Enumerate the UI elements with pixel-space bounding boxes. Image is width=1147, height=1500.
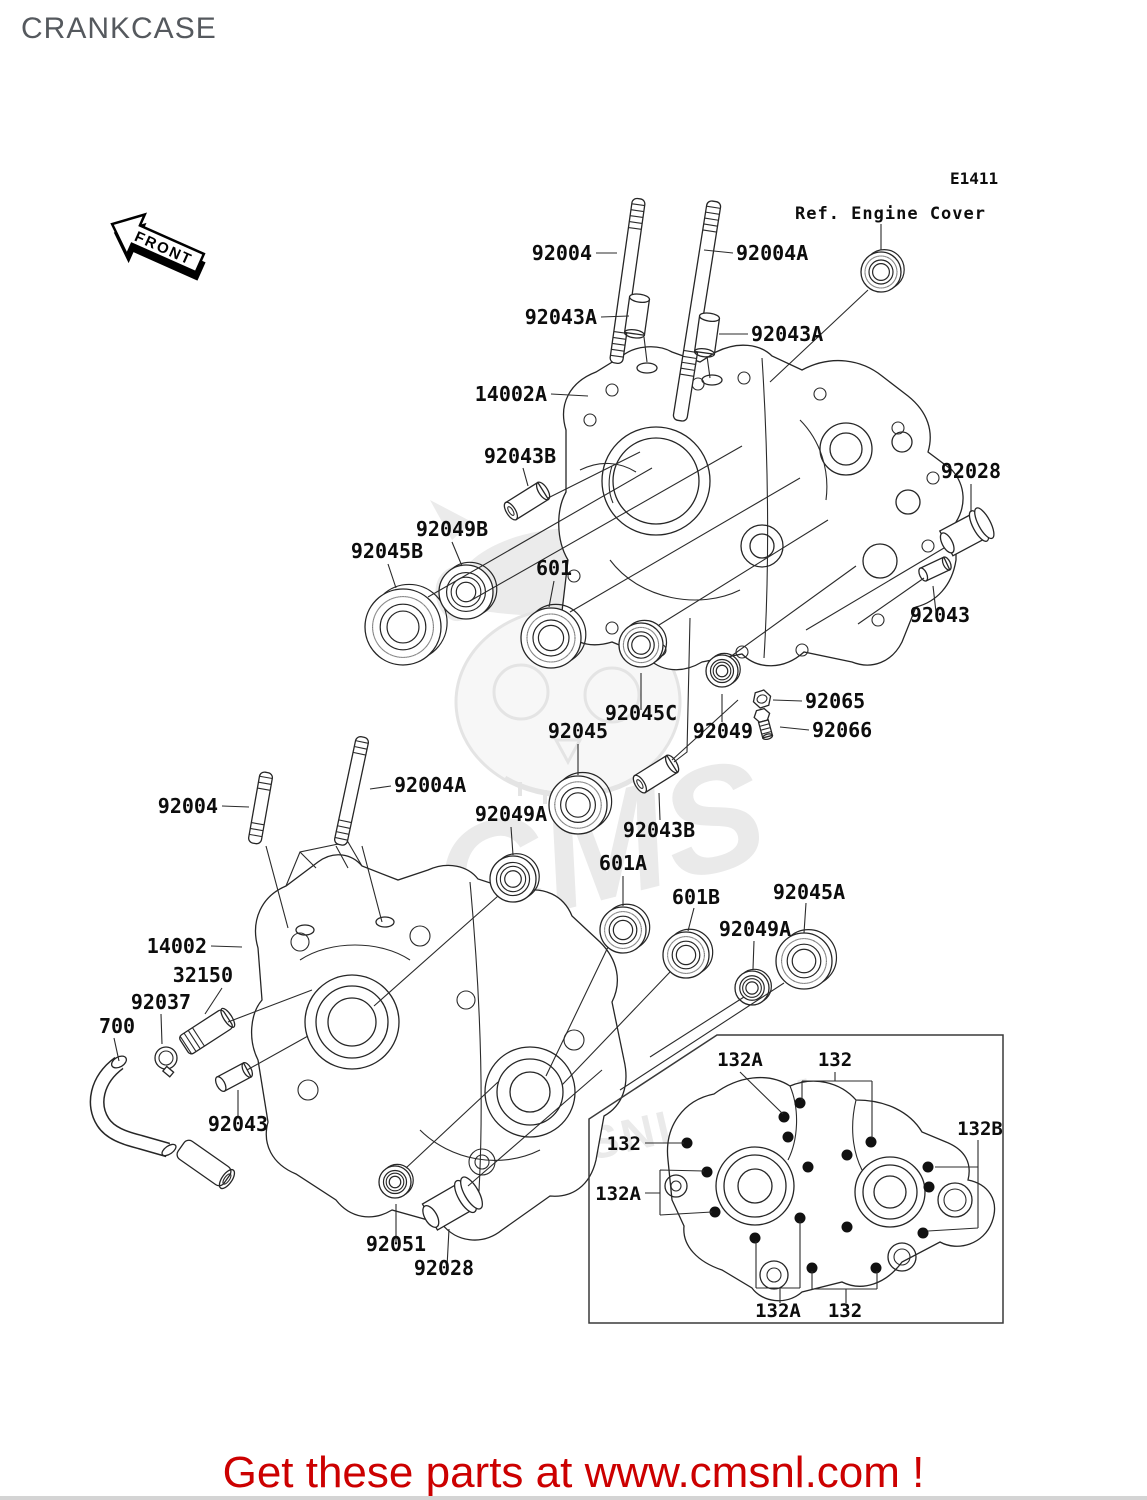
front-direction-arrow: FRONT <box>110 212 206 281</box>
nut-92065 <box>752 689 772 709</box>
stud-92004-mid <box>247 771 274 845</box>
inset-label-132A-bottom: 132A <box>755 1300 801 1322</box>
part-label-92051: 92051 <box>366 1232 426 1256</box>
part-label-92028-lower: 92028 <box>414 1256 474 1280</box>
dowel-92043A-right <box>693 312 721 358</box>
part-label-92043-right: 92043 <box>910 603 970 627</box>
part-label-92037: 92037 <box>131 990 191 1014</box>
inset-label-132B: 132B <box>957 1118 1003 1140</box>
part-label-92045B: 92045B <box>351 539 423 563</box>
bearing-92045B <box>365 584 447 665</box>
dowel-92043A-left <box>623 293 651 339</box>
part-label-92043A-left: 92043A <box>525 305 597 329</box>
inset-detail-box <box>588 1034 1004 1324</box>
part-label-601B: 601B <box>672 885 720 909</box>
inset-label-132-top: 132 <box>818 1049 852 1071</box>
hose-pipe-700 <box>176 1139 236 1190</box>
inset-label-132A-top: 132A <box>717 1049 763 1071</box>
bolt-92066 <box>753 707 774 741</box>
part-label-32150: 32150 <box>173 963 233 987</box>
stud-92004-top <box>609 197 646 365</box>
part-label-14002: 14002 <box>147 934 207 958</box>
shaft-32150 <box>179 1007 236 1055</box>
hose-700 <box>89 1055 177 1158</box>
part-label-601: 601 <box>536 556 572 580</box>
part-label-601A: 601A <box>599 851 647 875</box>
page-title: CRANKCASE <box>21 12 217 45</box>
ref-engine-cover-note: Ref. Engine Cover <box>795 204 986 224</box>
part-label-92004-top: 92004 <box>532 241 592 265</box>
footer-promo-text: Get these parts at www.cmsnl.com ! <box>222 1448 925 1497</box>
inset-label-132A-left: 132A <box>595 1183 641 1205</box>
crankcase-lower-half <box>250 841 627 1241</box>
part-label-92045A: 92045A <box>773 880 845 904</box>
seal-92049 <box>706 653 740 687</box>
leader-lines <box>113 224 972 1268</box>
stud-92004A-mid <box>333 736 370 846</box>
dowel-92043B-upper <box>503 481 551 521</box>
part-label-92043A-right: 92043A <box>751 322 823 346</box>
part-label-92049A-lower: 92049A <box>719 917 791 941</box>
part-label-92004-mid: 92004 <box>158 794 218 818</box>
crankcase-upper-assembly <box>558 344 964 671</box>
part-label-92049B: 92049B <box>416 517 488 541</box>
part-label-92045C: 92045C <box>605 701 677 725</box>
part-label-92004A-mid: 92004A <box>394 773 466 797</box>
part-label-14002A: 14002A <box>475 382 547 406</box>
diagram-code: E1411 <box>950 169 998 188</box>
bottom-edge-strip <box>0 1496 1147 1500</box>
dowel-92043-lower <box>214 1061 254 1093</box>
inset-label-132-left: 132 <box>607 1133 641 1155</box>
clamp-92037 <box>154 1046 178 1078</box>
stud-92004A-top <box>672 200 722 422</box>
dowel-92043B-lower <box>632 754 680 794</box>
part-label-92043-lower: 92043 <box>208 1112 268 1136</box>
inset-bolt-dots <box>681 1097 935 1274</box>
part-label-92065: 92065 <box>805 689 865 713</box>
bushing-92028-lower <box>421 1176 484 1231</box>
part-label-92066: 92066 <box>812 718 872 742</box>
dowel-92043-right <box>918 556 952 582</box>
part-label-92049: 92049 <box>693 719 753 743</box>
bearing-engine-cover <box>861 250 904 292</box>
inset-label-132-bottom: 132 <box>828 1300 862 1322</box>
part-labels: E1411 Ref. Engine Cover 92004 92004A 920… <box>99 169 1003 1322</box>
part-label-92028-right: 92028 <box>941 459 1001 483</box>
part-label-92043B-upper: 92043B <box>484 444 556 468</box>
bushing-92028-right <box>938 507 995 557</box>
part-label-92004A-top: 92004A <box>736 241 808 265</box>
part-label-92043B-lower: 92043B <box>623 818 695 842</box>
part-label-92049A-upper: 92049A <box>475 802 547 826</box>
part-label-700: 700 <box>99 1014 135 1038</box>
bearing-601B <box>663 929 713 978</box>
part-label-92045: 92045 <box>548 719 608 743</box>
